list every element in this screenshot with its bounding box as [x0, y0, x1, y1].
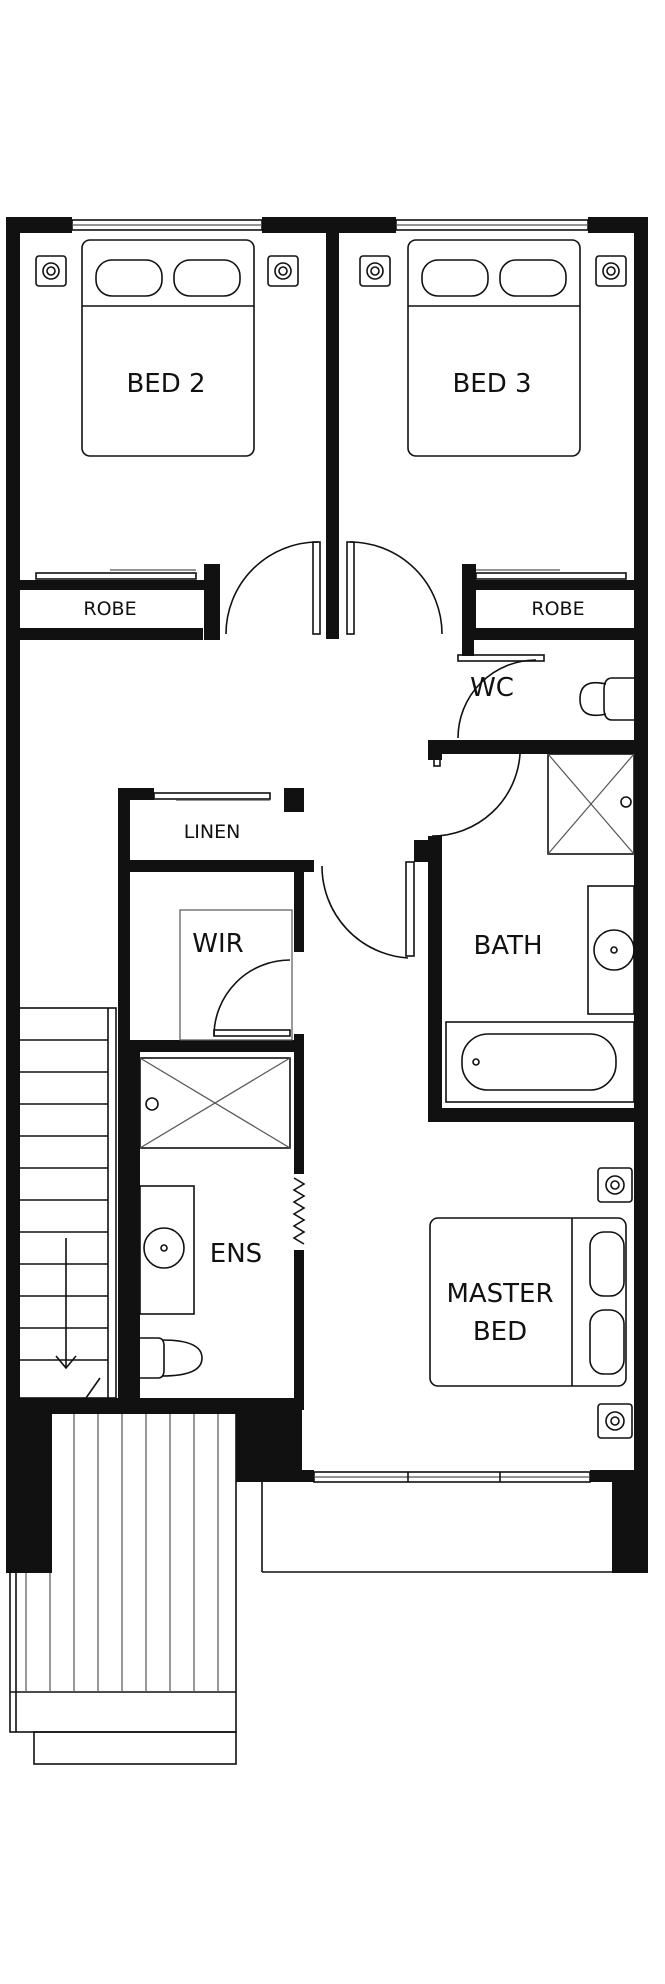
master-pillow-top: [589, 1231, 625, 1297]
bed3-label: BED 3: [452, 369, 531, 399]
windows: [71, 219, 591, 1483]
ens-vanity: [139, 1185, 195, 1315]
robe-right-label: ROBE: [531, 598, 584, 620]
wc-toilet: [579, 677, 634, 721]
hall-door-swing: [321, 865, 409, 959]
linen-label: LINEN: [184, 821, 241, 843]
wir-door-swing: [213, 959, 291, 1037]
wir-room: [118, 840, 428, 1054]
ens-shower: [139, 1057, 291, 1149]
master-bed: [429, 1217, 627, 1387]
bed2-label: BED 2: [126, 369, 205, 399]
ens-sliding-door: [292, 1177, 306, 1245]
ens-label: ENS: [210, 1239, 262, 1269]
bed2-door-swing: [225, 541, 319, 635]
ens-toilet: [140, 1337, 203, 1379]
bath-shower: [547, 753, 635, 855]
wc-room: [428, 640, 648, 760]
bed2-room: [18, 217, 339, 640]
bed3-room: [346, 239, 648, 640]
bed2-bedside-left: [35, 255, 67, 287]
robe-left-label: ROBE: [83, 598, 136, 620]
master-label-line2: BED: [473, 1317, 527, 1347]
bed3-bedside-left: [359, 255, 391, 287]
ens-room: [130, 1046, 306, 1410]
master-bedside-bottom: [597, 1403, 633, 1439]
wir-label: WIR: [192, 929, 243, 959]
master-room: [429, 1167, 633, 1439]
bed2-pillow-left: [95, 259, 163, 297]
outer-walls: [6, 217, 648, 1573]
bed2-bedside-right: [267, 255, 299, 287]
bath-label: BATH: [473, 931, 542, 961]
staircase: [17, 1007, 117, 1399]
master-bedside-top: [597, 1167, 633, 1203]
bath-room: [428, 753, 648, 1122]
wc-label: WC: [470, 673, 514, 703]
bed2-bed: [81, 239, 255, 457]
master-pillow-bottom: [589, 1309, 625, 1375]
linen-room: [118, 788, 314, 1408]
bed3-door-swing: [349, 541, 443, 635]
bed3-pillow-right: [499, 259, 567, 297]
bathtub: [445, 1021, 635, 1103]
master-label-line1: MASTER: [446, 1279, 553, 1309]
bed3-pillow-left: [421, 259, 489, 297]
bath-door-swing: [431, 753, 521, 837]
bed3-bedside-right: [595, 255, 627, 287]
bed2-pillow-right: [173, 259, 241, 297]
bed3-bed: [407, 239, 581, 457]
balcony: [9, 1398, 634, 1765]
